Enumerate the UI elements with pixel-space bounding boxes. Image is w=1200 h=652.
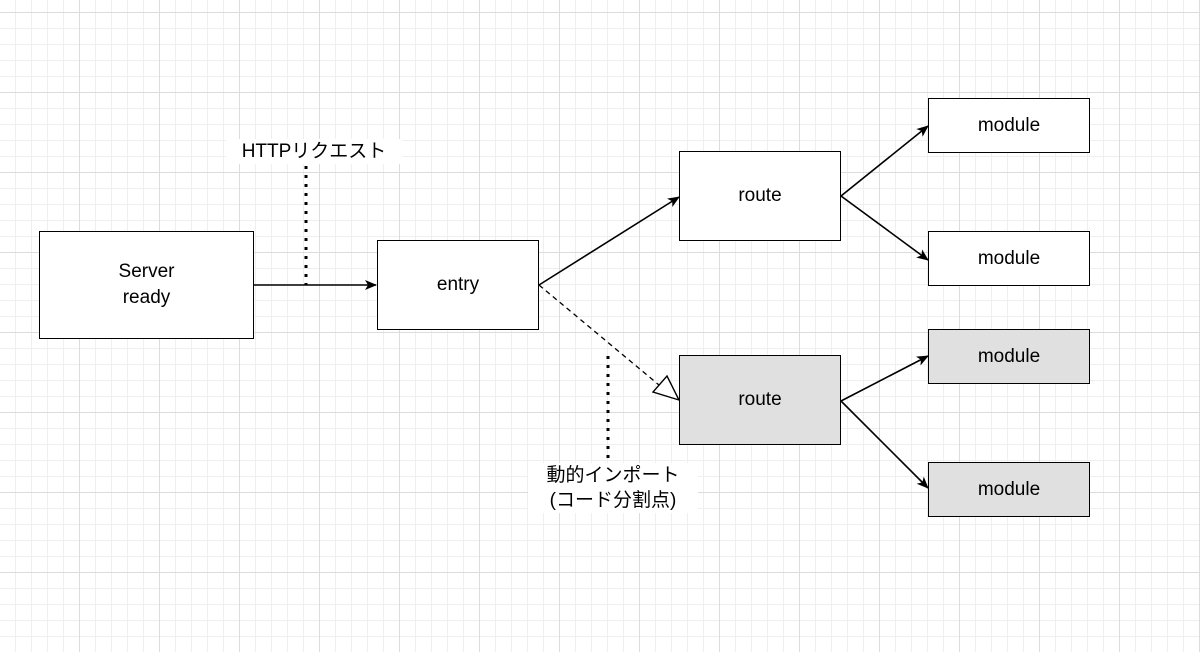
module-node-3[interactable]: module [928, 329, 1090, 384]
edge-entry-to-route-bottom [538, 284, 660, 386]
edge-route-bottom-to-module-3 [840, 355, 929, 402]
edge-route-bottom-to-module-4 [840, 400, 929, 489]
entry-node[interactable]: entry [377, 240, 539, 330]
dynamic-import-label: 動的インポート (コード分割点) [528, 463, 698, 513]
server-ready-node[interactable]: Server ready [39, 231, 254, 339]
http-request-label: HTTPリクエスト [226, 139, 402, 164]
route-node-top[interactable]: route [679, 151, 841, 241]
module-node-2[interactable]: module [928, 231, 1090, 286]
edge-route-top-to-module-2 [840, 195, 929, 261]
module-node-1[interactable]: module [928, 98, 1090, 153]
open-triangle-arrowhead [651, 374, 681, 402]
route-node-bottom[interactable]: route [679, 355, 841, 445]
edge-route-top-to-module-1 [840, 125, 929, 197]
module-node-4[interactable]: module [928, 462, 1090, 517]
edge-entry-to-route-top [538, 196, 680, 286]
